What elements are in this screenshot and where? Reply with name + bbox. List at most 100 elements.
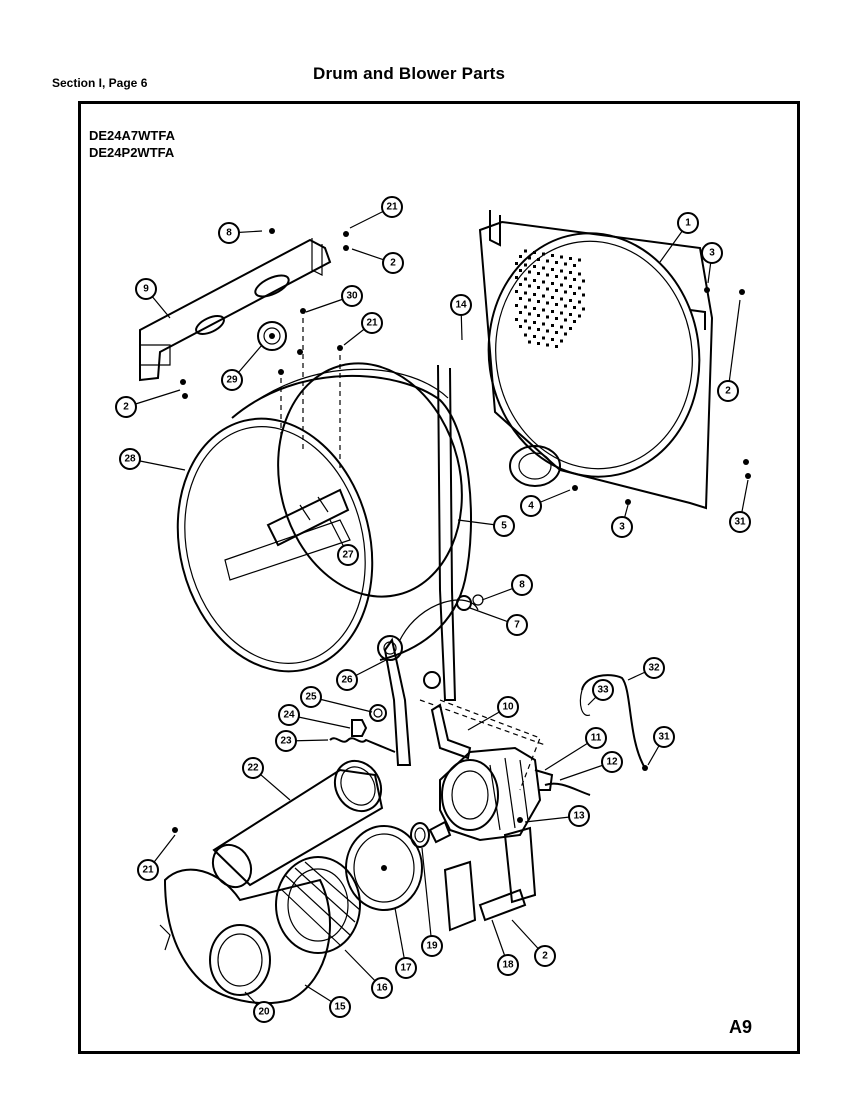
callout-number: 23: [280, 736, 292, 747]
callout-bubble: [329, 996, 351, 1018]
callout-bubble: [278, 704, 300, 726]
vent-hole: [551, 310, 554, 313]
vent-hole: [524, 277, 527, 281]
callout-33: 33: [592, 679, 614, 701]
leader-line-c-19: [421, 847, 433, 947]
callout-8: 8: [218, 222, 240, 244]
vent-hole: [546, 273, 549, 277]
callout-bubble: [119, 448, 141, 470]
callout-number: 2: [390, 258, 396, 269]
vent-hole: [537, 314, 540, 317]
vent-hole: [555, 275, 558, 278]
vent-hole: [578, 286, 581, 290]
vent-hole: [533, 321, 536, 324]
callout-bubble: [275, 730, 297, 752]
drum-roller-part: [257, 321, 287, 351]
callout-bubble: [568, 805, 590, 827]
callout-bubble: [218, 222, 240, 244]
callout-4: 4: [520, 495, 542, 517]
callout-19: 19: [421, 935, 443, 957]
callout-number: 30: [346, 291, 358, 302]
callout-number: 25: [305, 692, 317, 703]
callout-number: 8: [519, 580, 525, 591]
callout-number: 12: [606, 757, 618, 768]
callout-number: 24: [283, 710, 295, 721]
vent-hole: [569, 285, 572, 288]
rear-bulkhead-part: [478, 210, 714, 510]
blower-housing-part: [159, 868, 331, 1005]
callout-bubble: [450, 294, 472, 316]
callout-bubble: [585, 727, 607, 749]
vent-hole: [519, 311, 522, 314]
vent-hole: [524, 263, 527, 267]
vent-hole: [546, 329, 549, 333]
callout-32: 32: [643, 657, 665, 679]
vent-hole: [519, 297, 522, 300]
vent-hole: [528, 298, 531, 302]
callout-bubble: [253, 1001, 275, 1023]
callout-14: 14: [450, 294, 472, 316]
callout-bubble: [336, 669, 358, 691]
callout-8: 8: [511, 574, 533, 596]
vent-hole: [551, 254, 554, 257]
callout-2: 2: [382, 252, 404, 274]
callout-number: 20: [258, 1007, 270, 1018]
callout-bubble: [701, 242, 723, 264]
vent-hole: [524, 249, 527, 253]
idler-hardware-part: [329, 704, 396, 753]
callout-number: 26: [341, 675, 353, 686]
vent-hole: [551, 282, 554, 285]
vent-hole: [569, 299, 572, 302]
vent-hole: [515, 304, 518, 307]
callout-bubble: [382, 252, 404, 274]
vent-hole: [537, 300, 540, 303]
callout-bubble: [395, 957, 417, 979]
callout-10: 10: [497, 696, 519, 718]
callout-29: 29: [221, 369, 243, 391]
vent-hole: [528, 326, 531, 330]
callout-2: 2: [115, 396, 137, 418]
vent-hole: [582, 307, 585, 311]
callout-3: 3: [611, 516, 633, 538]
callout-bubble: [381, 196, 403, 218]
callout-15: 15: [329, 996, 351, 1018]
callout-bubble: [534, 945, 556, 967]
vent-hole: [578, 258, 581, 262]
callout-number: 10: [502, 702, 514, 713]
callout-21: 21: [381, 196, 403, 218]
vent-hole: [564, 276, 567, 280]
callout-bubble: [601, 751, 623, 773]
callout-2: 2: [717, 380, 739, 402]
callout-bubble: [611, 516, 633, 538]
callout-31: 31: [729, 511, 751, 533]
vent-hole: [542, 266, 545, 270]
callout-number: 5: [501, 521, 507, 532]
callout-number: 4: [528, 501, 534, 512]
callout-bubble: [300, 686, 322, 708]
vent-hole: [542, 336, 545, 340]
callout-12: 12: [601, 751, 623, 773]
vent-hole: [542, 280, 545, 284]
callout-16: 16: [371, 977, 393, 999]
vent-hole: [564, 262, 567, 266]
callout-bubble: [643, 657, 665, 679]
callout-number: 29: [226, 375, 238, 386]
drive-belt-part: [399, 364, 479, 701]
vent-hole: [578, 300, 581, 304]
vent-hole: [569, 313, 572, 316]
callout-bubble: [371, 977, 393, 999]
screw-hardware: [172, 228, 751, 833]
vent-hole: [515, 318, 518, 321]
vent-hole: [555, 331, 558, 334]
callout-bubble: [729, 511, 751, 533]
callout-number: 15: [334, 1002, 346, 1013]
pulley-clamp-part: [410, 822, 430, 848]
callout-bubble: [592, 679, 614, 701]
motor-bracket-part: [443, 826, 537, 932]
vent-hole: [573, 264, 576, 267]
vent-hole: [515, 276, 518, 279]
callout-bubble: [677, 212, 699, 234]
callout-number: 22: [247, 763, 259, 774]
callout-number: 3: [709, 248, 715, 259]
callout-bubble: [137, 859, 159, 881]
